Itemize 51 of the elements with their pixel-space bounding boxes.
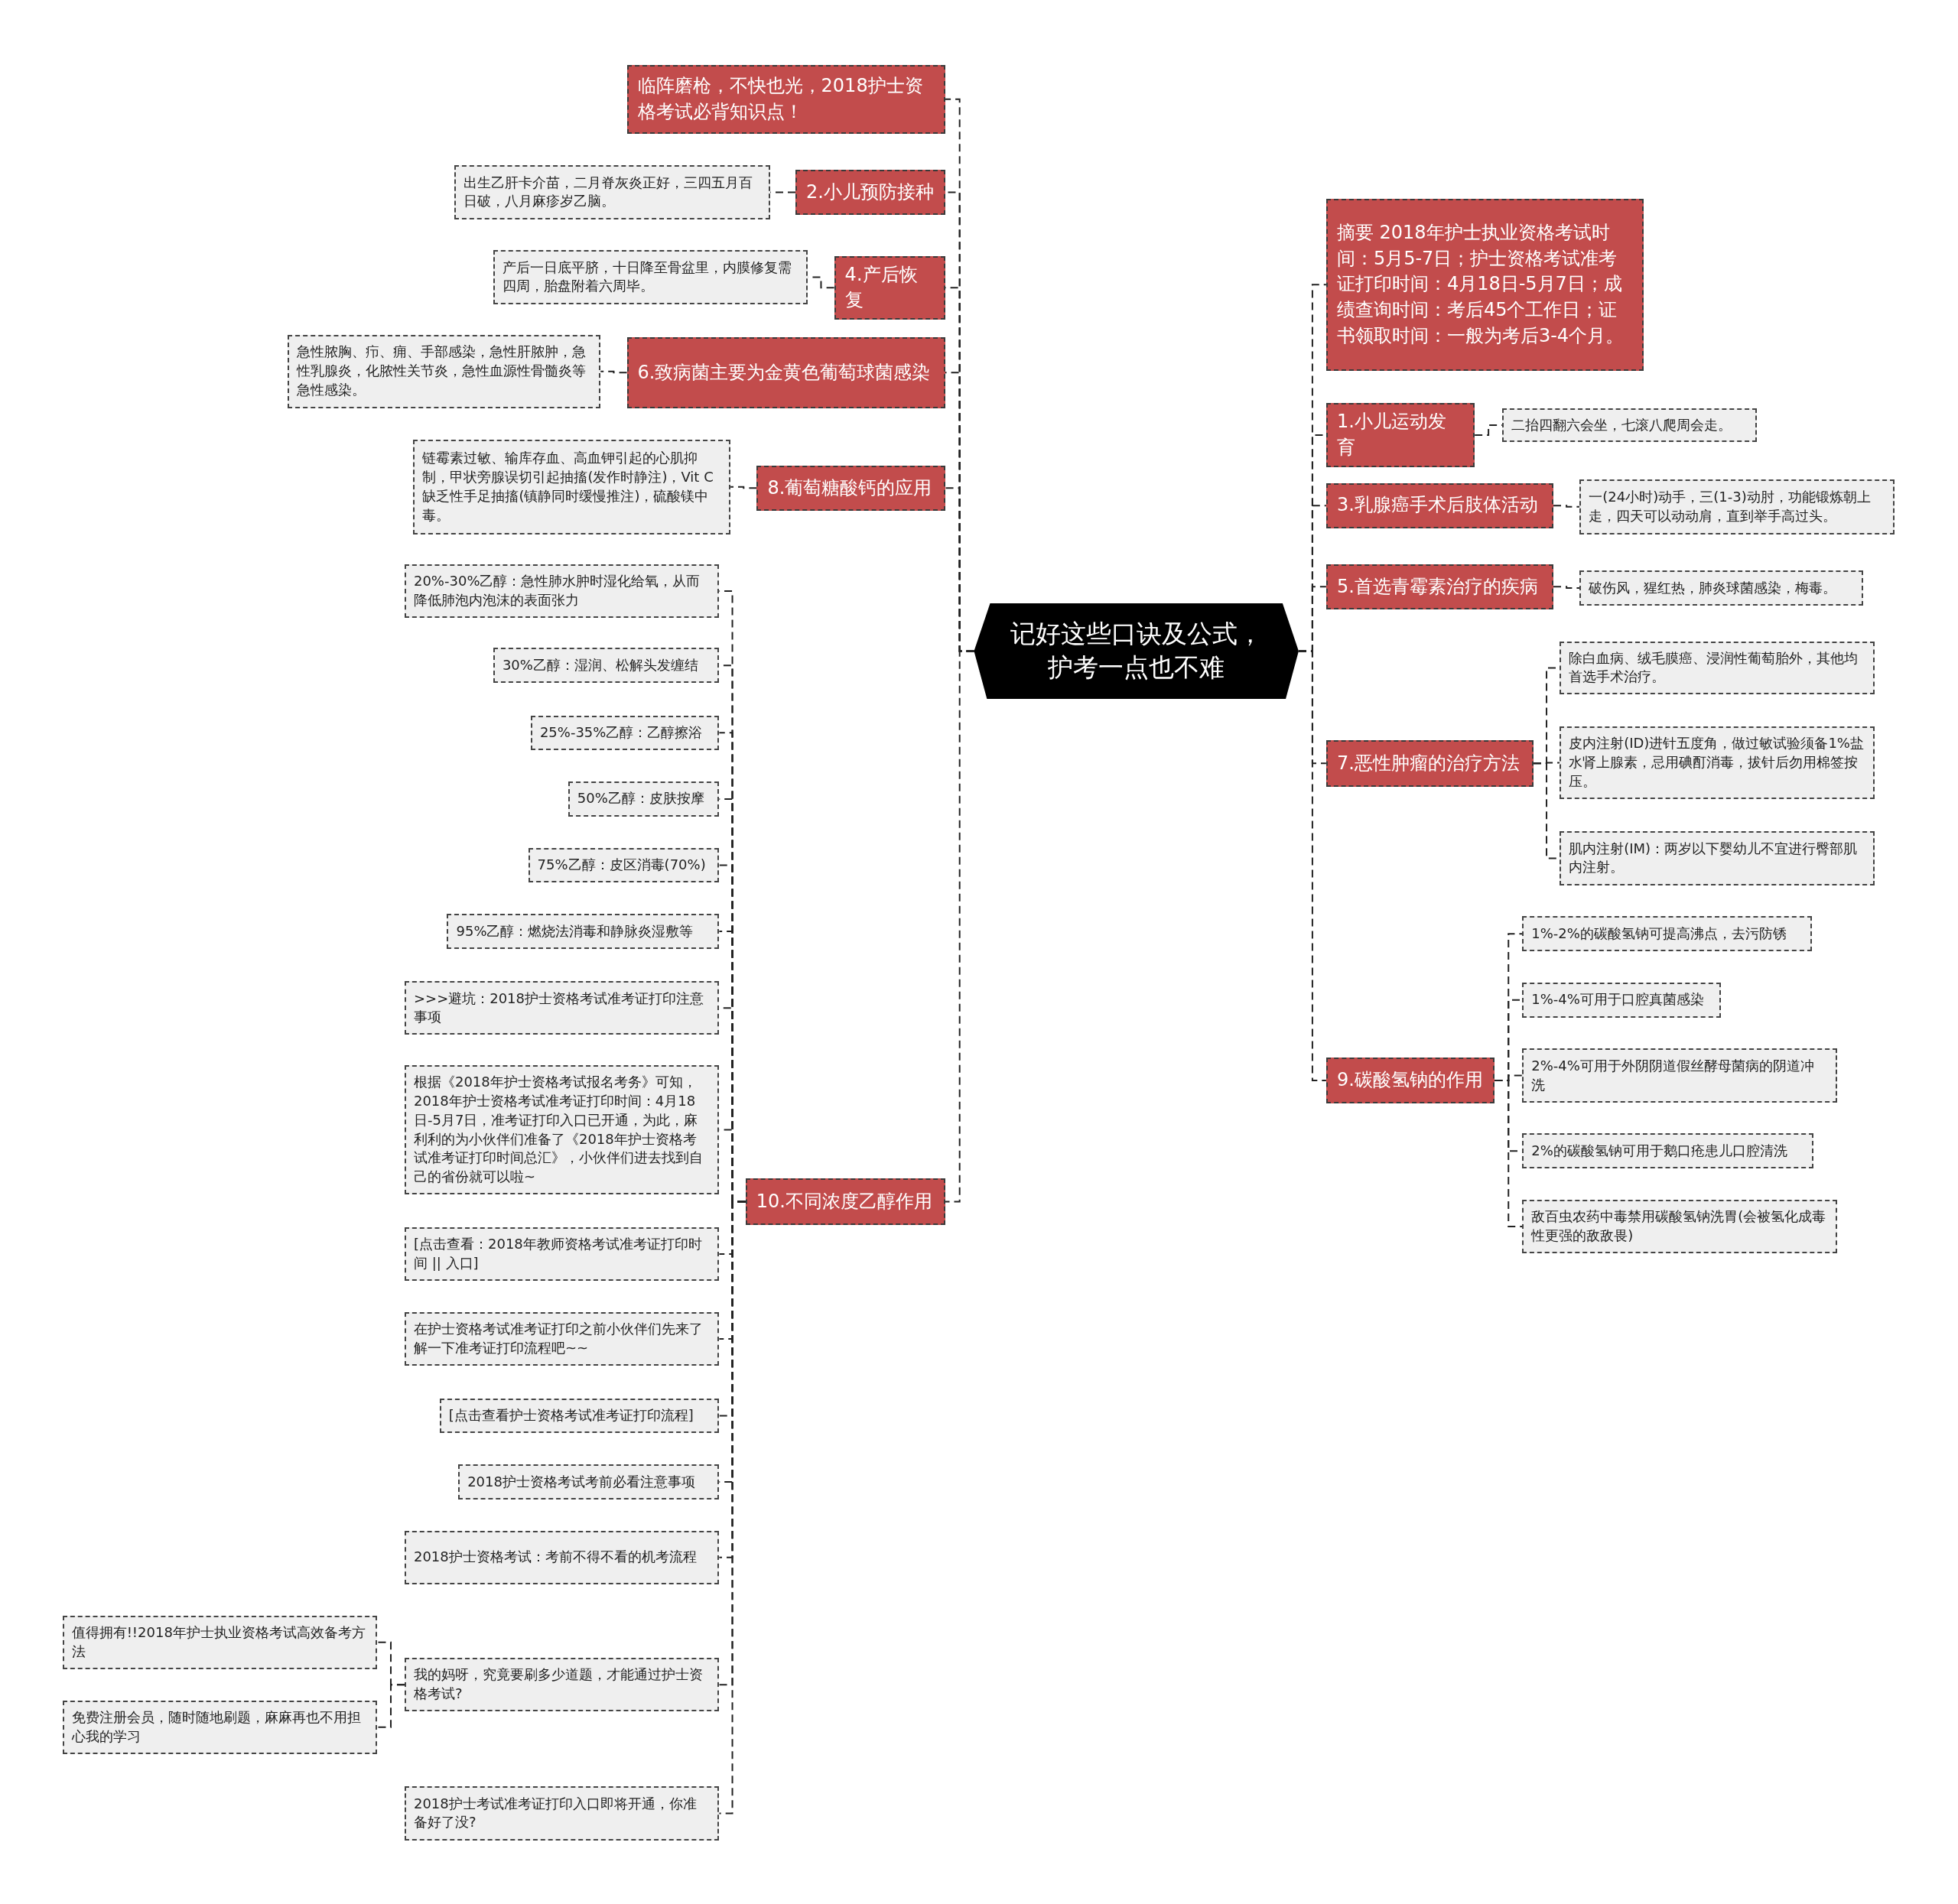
branch-topic: 临阵磨枪，不快也光，2018护士资格考试必背知识点！ [626,64,945,134]
note-box: 破伤风，猩红热，肺炎球菌感染，梅毒。 [1579,570,1863,606]
note-box: 除白血病、绒毛膜癌、浸润性葡萄胎外，其他均首选手术治疗。 [1560,642,1875,694]
note-box: 75%乙醇：皮区消毒(70%) [528,847,720,883]
branch-topic: 6.致病菌主要为金黄色葡萄球菌感染 [626,336,945,408]
note-box: 50%乙醇：皮肤按摩 [568,781,720,817]
note-box: 产后一日底平脐，十日降至骨盆里，内膜修复需四周，胎盘附着六周毕。 [493,249,808,305]
connector-line [376,1684,405,1728]
branch-topic: 2.小儿预防接种 [795,170,945,215]
branch-topic: 9.碳酸氢钠的作用 [1325,1057,1495,1104]
branch-topic: 3.乳腺癌手术后肢体活动 [1325,482,1553,528]
note-box: 2018护士考试准考证打印入口即将开通，你准备好了没? [404,1786,720,1841]
note-box: 急性脓胸、疖、痈、手部感染，急性肝脓肿，急性乳腺炎，化脓性关节炎，急性血源性骨髓炎等急性感染。 [287,334,601,408]
note-box: [点击查看：2018年教师资格考试准考证打印时间 || 入口] [404,1227,720,1282]
note-box: 链霉素过敏、输库存血、高血钾引起的心肌抑制，甲状旁腺误切引起抽搐(发作时静注)，Vit C缺乏性手足抽搐(镇静同时缓慢推注)，硫酸镁中毒。 [413,439,731,534]
connector-line [1553,505,1581,508]
note-box: 20%-30%乙醇：急性肺水肿时湿化给氧，从而降低肺泡内泡沫的表面张力 [404,564,720,619]
note-box: 25%-35%乙醇：乙醇擦浴 [530,715,720,751]
note-box: 2%-4%可用于外阴阴道假丝酵母菌病的阴道冲洗 [1522,1048,1837,1103]
note-box: >>>避坑：2018护士资格考试准考证打印注意事项 [404,981,720,1035]
note-box: 值得拥有!!2018年护士执业资格考试高效备考方法 [62,1615,378,1669]
note-box: 2018护士资格考试考前必看注意事项 [458,1464,720,1499]
note-box: 免费注册会员，随时随地刷题，麻麻再也不用担心我的学习 [62,1700,378,1754]
branch-topic: 5.首选青霉素治疗的疾病 [1325,564,1553,609]
connector-line [1553,586,1581,589]
connector-line [730,486,758,489]
branch-topic: 8.葡萄糖酸钙的应用 [756,465,945,511]
note-box: 我的妈呀，究竟要刷多少道题，才能通过护士资格考试? [404,1658,720,1712]
branch-topic: 7.恶性肿瘤的治疗方法 [1325,740,1534,787]
note-box: 在护士资格考试准考证打印之前小伙伴们先来了解一下准考证打印流程吧~~ [404,1311,720,1366]
branch-topic: 摘要 2018年护士执业资格考试时间：5月5-7日；护士资格考试准考证打印时间：4月18日-5月7日；成绩查询时间：考后45个工作日；证书领取时间：一般为考后3-4个月。 [1325,198,1644,371]
note-box: [点击查看护士资格考试准考证打印流程] [439,1398,720,1434]
note-box: 皮内注射(ID)进针五度角，做过敏试验须备1%盐水肾上腺素，忌用碘酊消毒，拔针后勿用棉签按压。 [1560,726,1875,799]
note-box: 30%乙醇：湿润、松解头发缠结 [493,648,720,684]
note-box: 敌百虫农药中毒禁用碳酸氢钠洗胃(会被氢化成毒性更强的敌敌畏) [1522,1199,1837,1254]
note-box: 95%乙醇：燃烧法消毒和静脉炎湿敷等 [447,914,720,949]
branch-topic: 1.小儿运动发育 [1325,403,1475,467]
note-box: 肌内注射(IM)：两岁以下婴幼儿不宜进行臀部肌内注射。 [1560,831,1875,885]
branch-topic: 10.不同浓度乙醇作用 [745,1178,945,1225]
note-box: 1%-4%可用于口腔真菌感染 [1522,982,1721,1018]
note-box: 2018护士资格考试：考前不得不看的机考流程 [404,1530,720,1584]
connector-line [1494,1080,1524,1228]
note-box: 1%-2%的碳酸氢钠可提高沸点，去污防锈 [1522,916,1812,952]
note-box: 根据《2018年护士资格考试报名考务》可知，2018年护士资格考试准考证打印时间：4月18日-5月7日，准考证打印入口已开通，为此，麻利利的为小伙伴们准备了《2018年护士资格考试准考证打印时间总汇》，小伙伴们进去找到自己的省份就可以啦~ [404,1064,720,1195]
note-box: 出生乙肝卡介苗，二月脊灰炎正好，三四五月百日破，八月麻疹岁乙脑。 [454,164,771,220]
note-box: 二抬四翻六会坐，七滚八爬周会走。 [1502,408,1758,442]
note-box: 2%的碳酸氢钠可用于鹅口疮患儿口腔清洗 [1522,1133,1813,1169]
central-topic: 记好这些口诀及公式，护考一点也不难 [974,603,1299,700]
branch-topic: 4.产后恢复 [834,255,945,320]
note-box: 一(24小时)动手，三(1-3)动肘，功能锻炼朝上走，四天可以动动肩，直到举手高过头。 [1579,479,1895,534]
connector-line [600,370,628,374]
